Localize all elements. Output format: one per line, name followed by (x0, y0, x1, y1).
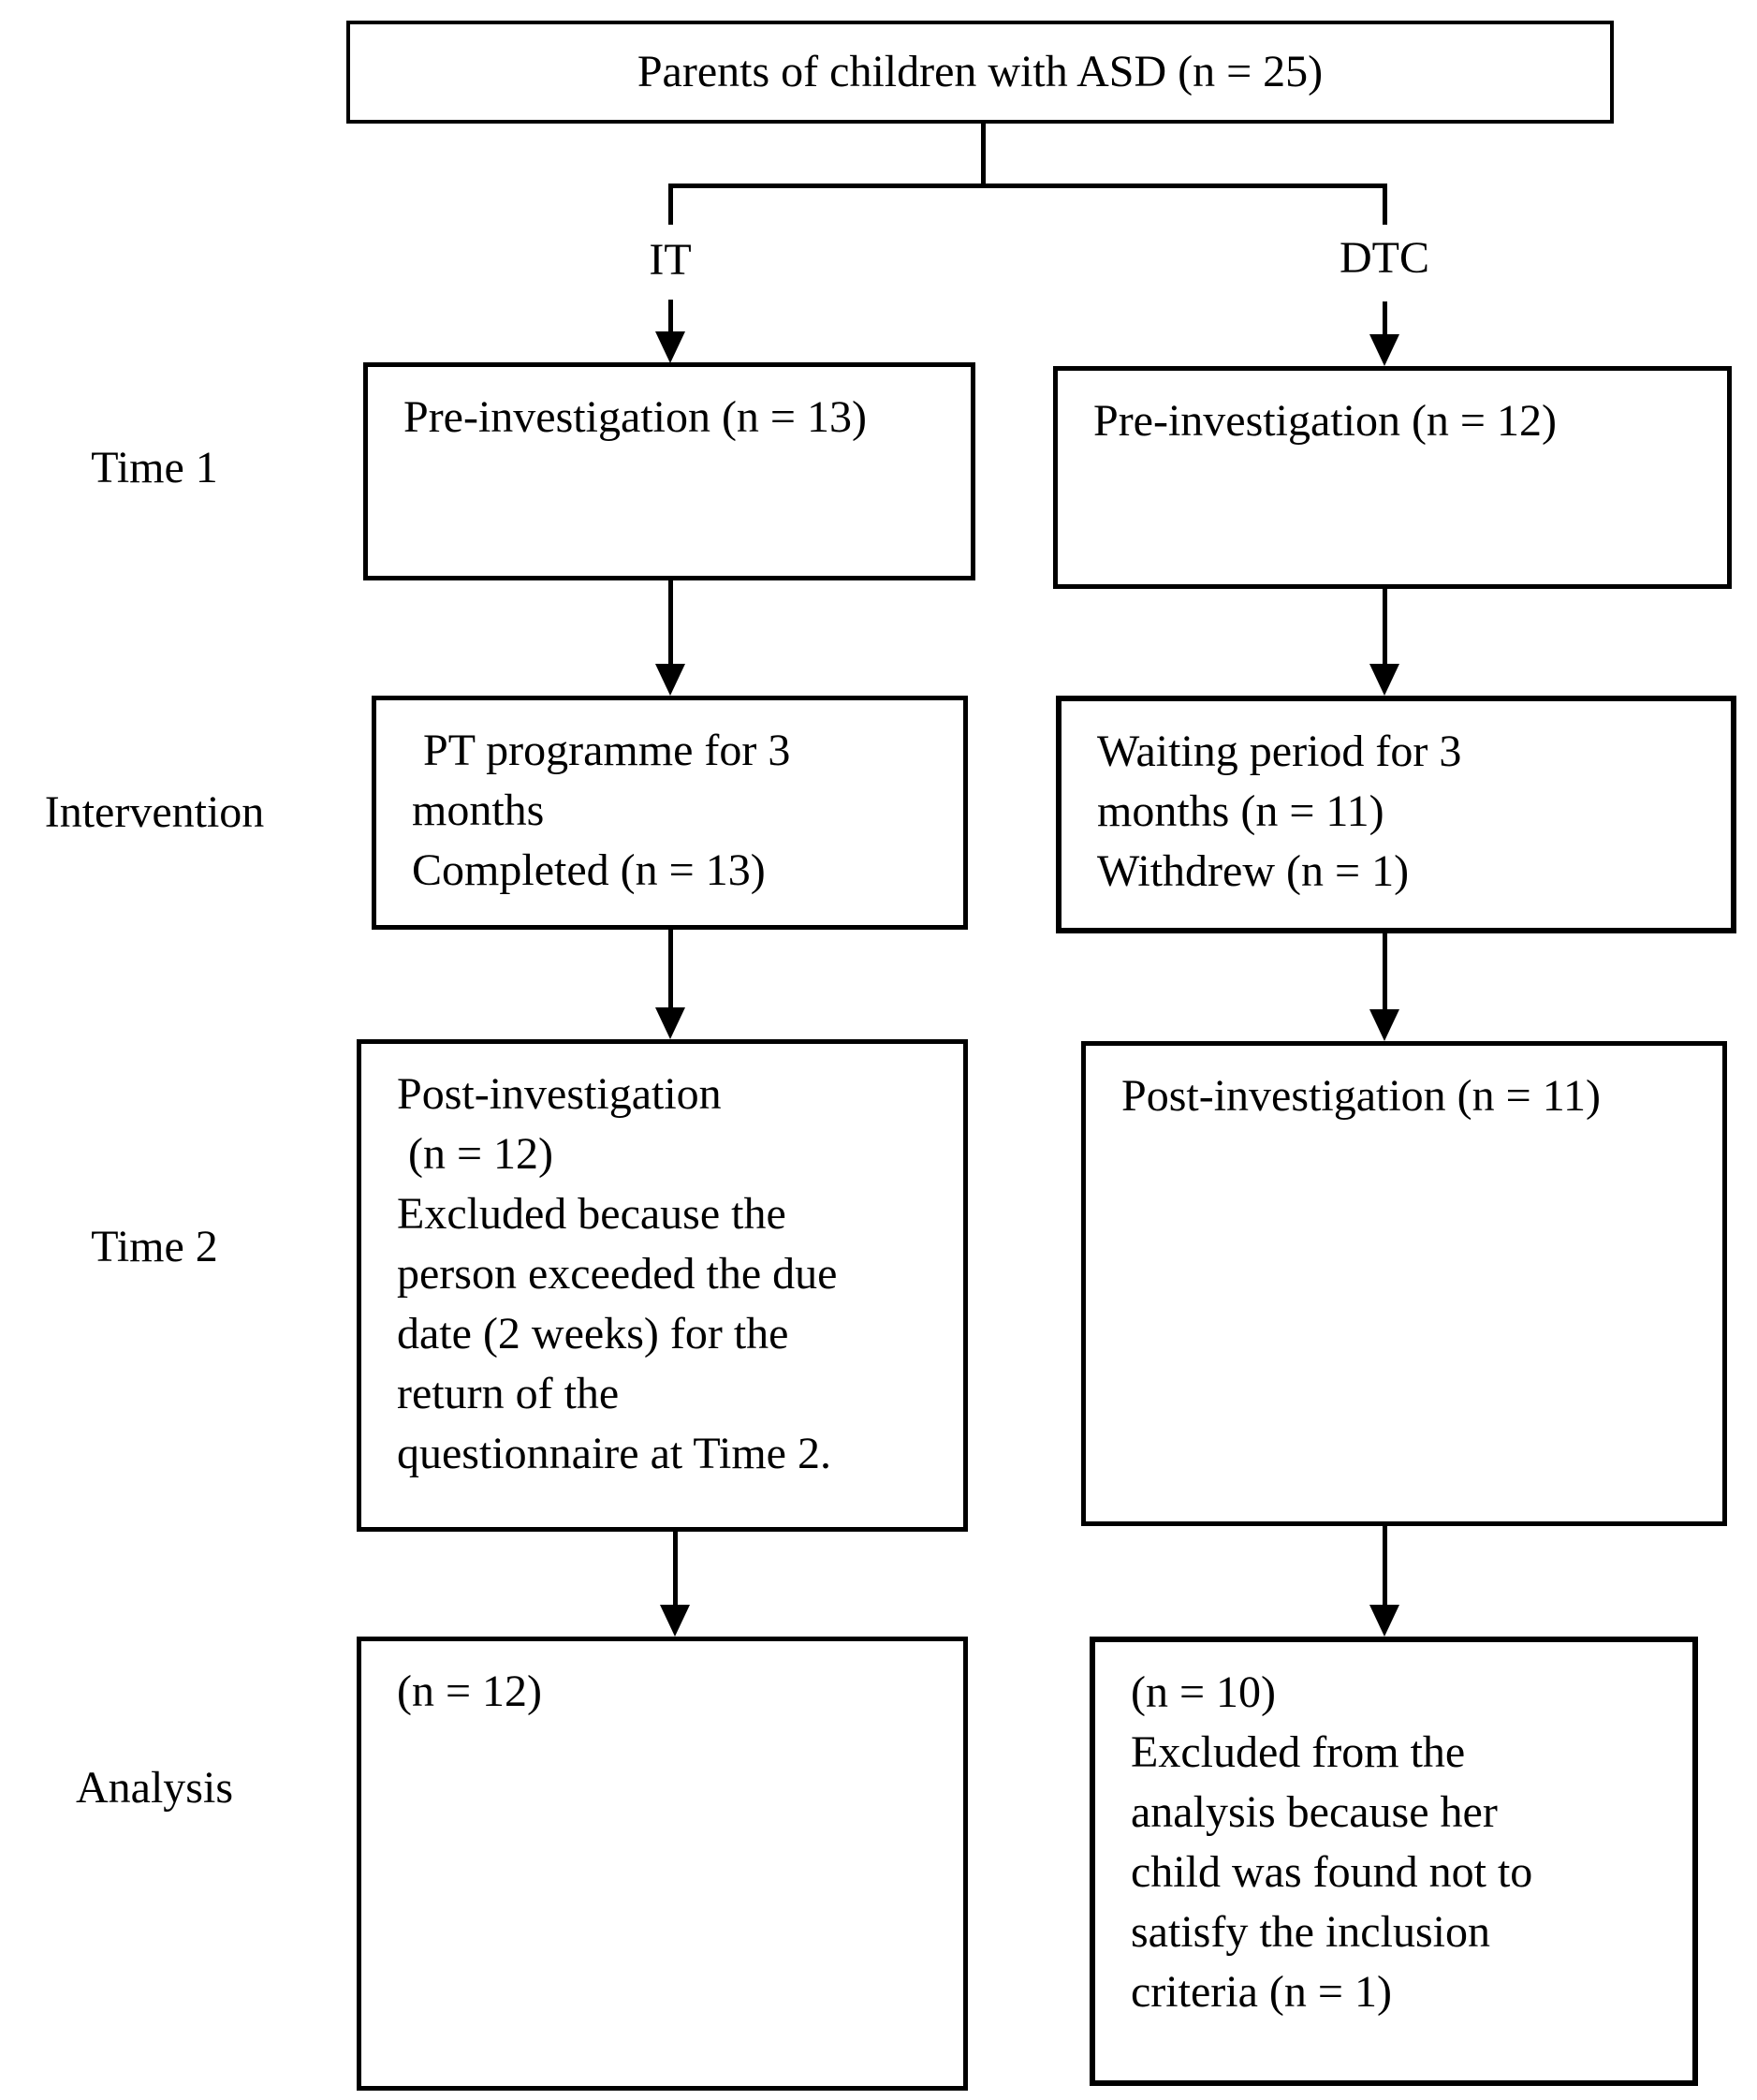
box-it-analysis-text: (n = 12) (397, 1667, 543, 1716)
row-label-analysis: Analysis (76, 1763, 233, 1813)
box-dtc-time2-text: Post-investigation (n = 11) (1121, 1071, 1601, 1121)
row-label-time2: Time 2 (91, 1222, 218, 1271)
arrow-down-icon (1369, 1605, 1399, 1637)
box-dtc-time1: Pre-investigation (n = 12) (1053, 366, 1732, 589)
arrow-down-icon (655, 1007, 685, 1039)
box-dtc-time1-text: Pre-investigation (n = 12) (1093, 396, 1557, 446)
box-dtc-analysis: (n = 10) Excluded from the analysis beca… (1090, 1637, 1698, 2086)
branch-label-it: IT (649, 235, 692, 285)
box-dtc-analysis-text: (n = 10) Excluded from the analysis beca… (1131, 1667, 1533, 2017)
branch-horizontal-line (668, 184, 1387, 188)
arrow-line (668, 580, 673, 667)
arrow-line (1383, 589, 1387, 667)
box-it-analysis: (n = 12) (357, 1637, 968, 2091)
arrow-line (1383, 933, 1387, 1011)
arrow-down-icon (660, 1605, 690, 1637)
box-dtc-time2: Post-investigation (n = 11) (1081, 1041, 1727, 1526)
arrow-down-icon (655, 664, 685, 696)
box-it-time2-text: Post-investigation (n = 12) Excluded bec… (397, 1069, 838, 1478)
box-enrollment-text: Parents of children with ASD (n = 25) (637, 47, 1324, 96)
box-it-time1-text: Pre-investigation (n = 13) (403, 392, 867, 442)
arrow-down-icon (1369, 1009, 1399, 1041)
branch-label-dtc: DTC (1340, 233, 1429, 283)
branch-stem-line (981, 124, 986, 185)
arrow-down-icon (655, 331, 685, 363)
row-label-intervention: Intervention (44, 787, 265, 837)
arrow-down-icon (1369, 334, 1399, 366)
box-it-time2: Post-investigation (n = 12) Excluded bec… (357, 1039, 968, 1532)
box-it-intervention-text: PT programme for 3 months Completed (n =… (412, 726, 791, 895)
box-dtc-intervention-text: Waiting period for 3 months (n = 11) Wit… (1097, 727, 1462, 896)
arrow-down-icon (1369, 664, 1399, 696)
box-it-intervention: PT programme for 3 months Completed (n =… (372, 696, 968, 930)
arrow-line (1383, 1526, 1387, 1607)
box-it-time1: Pre-investigation (n = 13) (363, 362, 975, 580)
arrow-line (668, 930, 673, 1009)
arrow-line (1383, 301, 1387, 335)
branch-right-stub-line (1383, 184, 1387, 225)
box-enrollment: Parents of children with ASD (n = 25) (346, 21, 1614, 124)
box-dtc-intervention: Waiting period for 3 months (n = 11) Wit… (1056, 696, 1736, 933)
arrow-line (668, 300, 673, 333)
arrow-line (673, 1532, 678, 1607)
branch-left-stub-line (668, 184, 673, 225)
row-label-time1: Time 1 (91, 443, 218, 492)
